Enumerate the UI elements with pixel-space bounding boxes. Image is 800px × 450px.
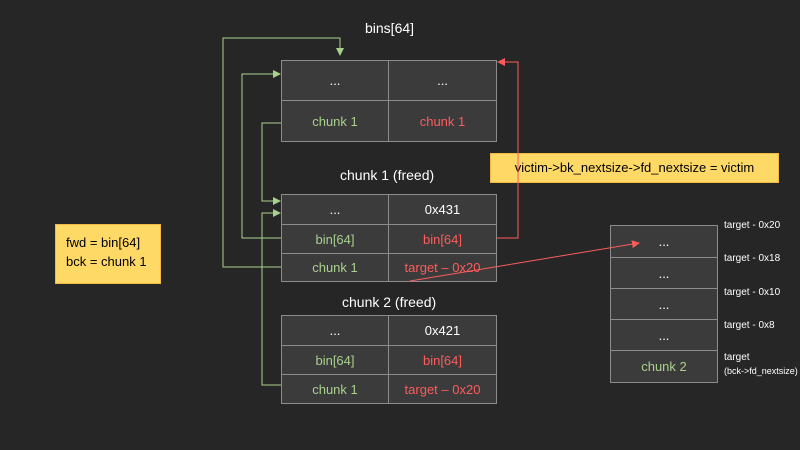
bins-cell: ... xyxy=(388,60,497,101)
target-label: target xyxy=(724,352,750,363)
arrow-chunk1-bk-to-bins xyxy=(497,58,519,239)
chunk1-prev-size-cell: ... xyxy=(281,194,389,225)
chunk2-size-cell: 0x421 xyxy=(388,315,497,346)
arrow-chunk1-fd-nextsize-to-bins xyxy=(222,37,344,268)
chunk1-fd-cell: bin[64] xyxy=(281,224,389,254)
target-cell: ... xyxy=(610,319,718,351)
victim-note-text: victim->bk_nextsize->fd_nextsize = victi… xyxy=(514,160,755,175)
target-label: target - 0x18 xyxy=(724,253,781,264)
chunk2-bk-nextsize-cell: target – 0x20 xyxy=(388,374,497,404)
chunk1-table: ... 0x431 bin[64] bin[64] chunk 1 target… xyxy=(281,194,497,282)
bins-bk-cell: chunk 1 xyxy=(388,100,497,142)
victim-note: victim->bk_nextsize->fd_nextsize = victi… xyxy=(490,153,779,183)
fwd-bck-note: fwd = bin[64] bck = chunk 1 xyxy=(55,224,161,284)
chunk1-size-cell: 0x431 xyxy=(388,194,497,225)
target-label: target - 0x20 xyxy=(724,220,781,231)
chunk1-bk-cell: bin[64] xyxy=(388,224,497,254)
arrow-chunk2-fd-to-chunk1 xyxy=(261,209,281,386)
bins-table: ... ... chunk 1 chunk 1 xyxy=(281,60,497,142)
target-stack: ... ... ... ... chunk 2 xyxy=(610,225,718,383)
bins-title: bins[64] xyxy=(365,20,415,36)
target-cell: ... xyxy=(610,288,718,320)
chunk2-title: chunk 2 (freed) xyxy=(342,294,437,310)
chunk1-title: chunk 1 (freed) xyxy=(340,167,435,183)
fwd-line: fwd = bin[64] xyxy=(66,235,141,250)
arrow-chunk1-bk-nextsize-to-target xyxy=(409,240,640,282)
target-label: target - 0x8 xyxy=(724,320,775,331)
chunk2-fd-cell: bin[64] xyxy=(281,345,389,375)
target-sub-label: (bck->fd_nextsize) xyxy=(724,366,798,376)
chunk1-bk-nextsize-cell: target – 0x20 xyxy=(388,253,497,282)
target-label: target - 0x10 xyxy=(724,287,781,298)
chunk1-fd-nextsize-cell: chunk 1 xyxy=(281,253,389,282)
chunk2-bk-cell: bin[64] xyxy=(388,345,497,375)
bck-line: bck = chunk 1 xyxy=(66,254,147,269)
chunk2-table: ... 0x421 bin[64] bin[64] chunk 1 target… xyxy=(281,315,497,404)
target-cell: ... xyxy=(610,225,718,258)
chunk2-fd-nextsize-cell: chunk 1 xyxy=(281,374,389,404)
bins-fd-cell: chunk 1 xyxy=(281,100,389,142)
target-chunk2-cell: chunk 2 xyxy=(610,350,718,383)
arrow-bins-fd-to-chunk1 xyxy=(261,122,281,205)
target-cell: ... xyxy=(610,257,718,289)
